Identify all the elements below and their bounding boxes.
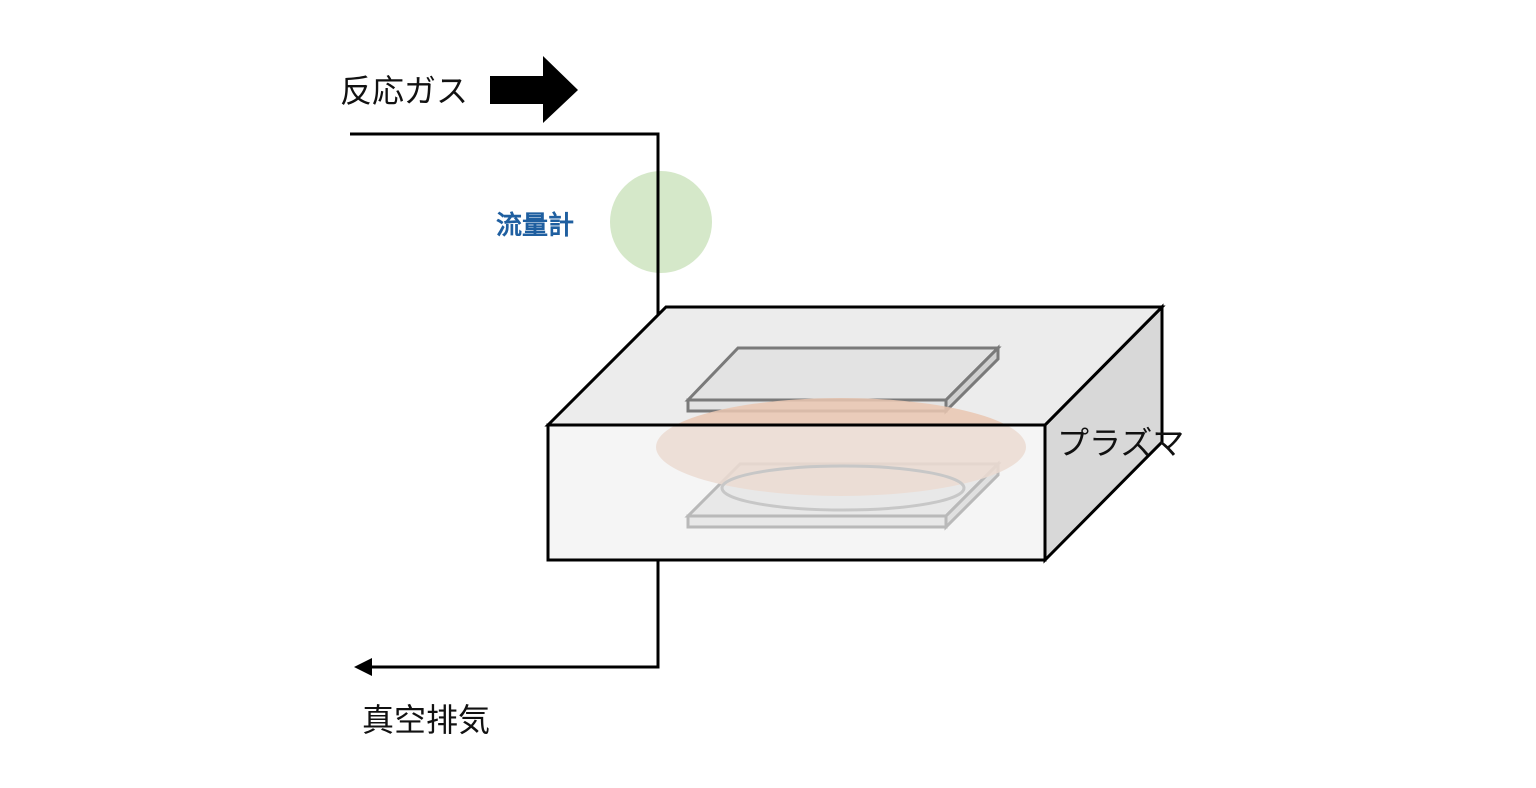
plasma-label: プラズマ [1057,424,1184,462]
block-arrow-right-icon [490,56,578,123]
gas-inlet-line [350,132,660,352]
chamber-front-face [546,423,1047,562]
vacuum-exhaust-label: 真空排気 [362,701,490,739]
exhaust-line [372,560,660,669]
flow-meter-circle [610,171,712,273]
flow-meter-label: 流量計 [496,210,574,241]
reaction-gas-label: 反応ガス [340,72,468,110]
arrow-left-icon [354,658,372,676]
